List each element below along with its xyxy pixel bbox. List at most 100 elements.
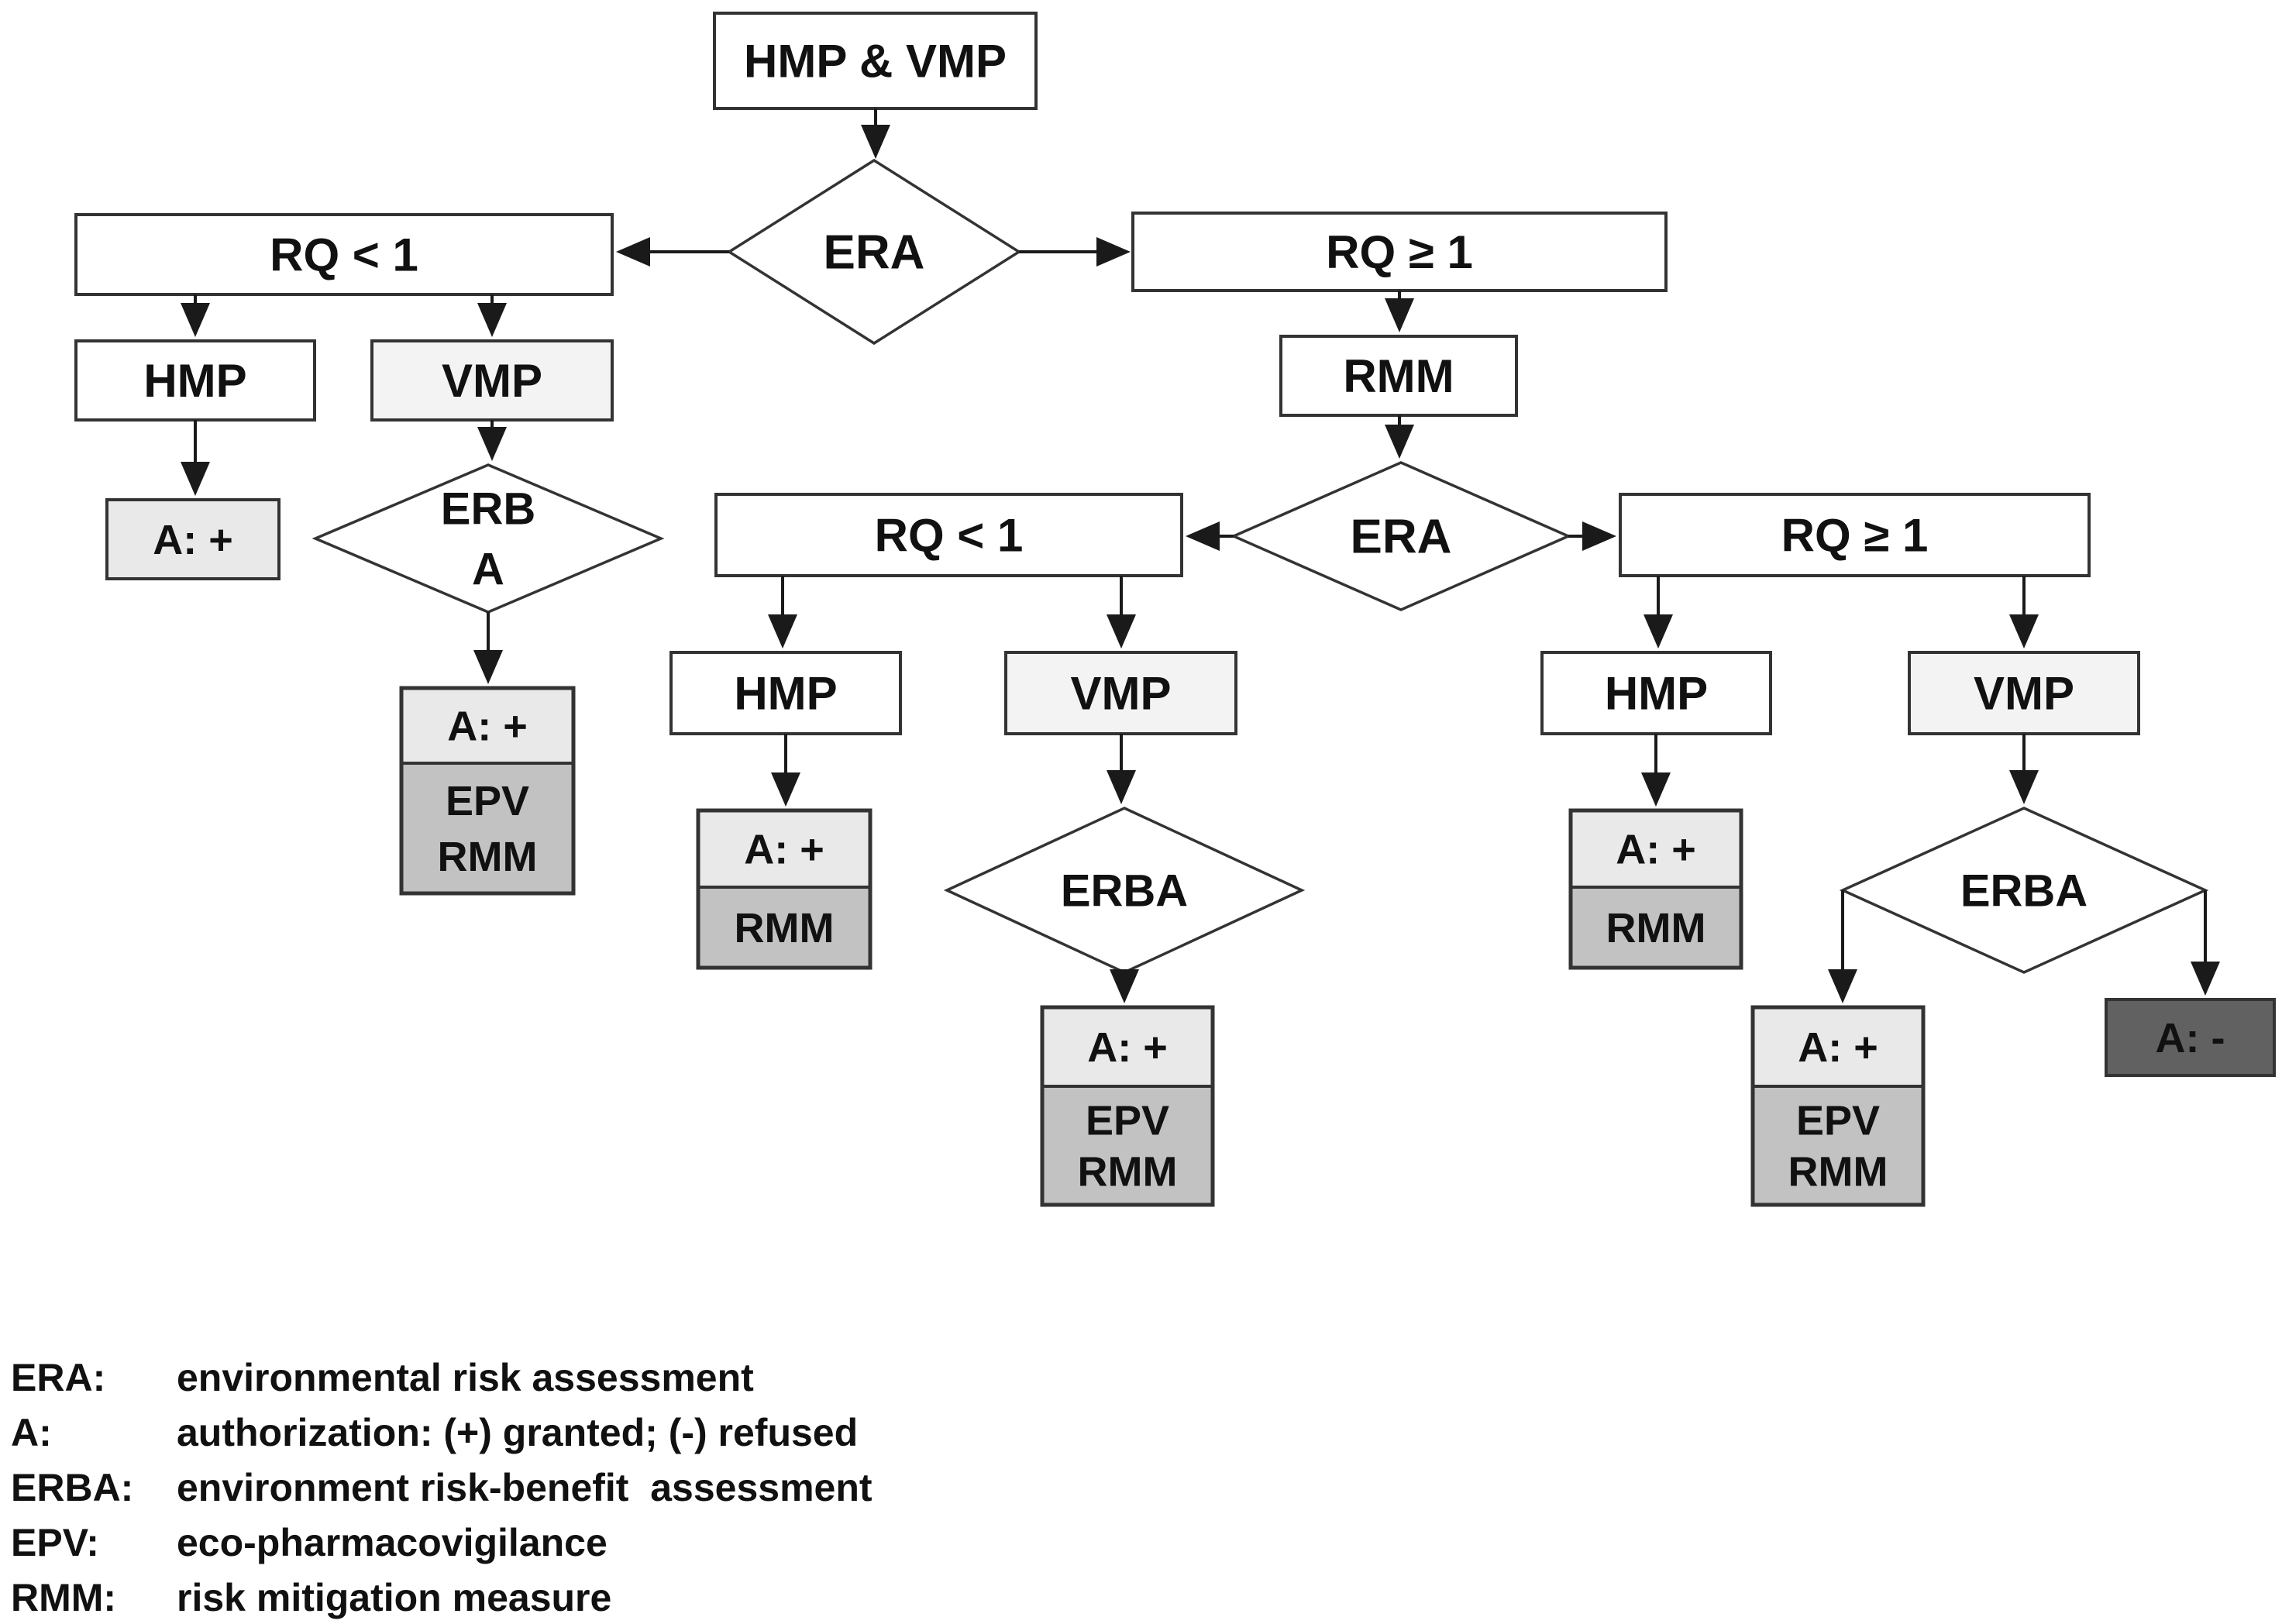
rq-lt-1-left-box: [74, 213, 614, 296]
vmp-mid-label: VMP: [1070, 668, 1171, 720]
a-granted-rmm-right-cell-1-label: RMM: [1606, 905, 1706, 951]
rq-lt1-mid-to-hmp-mid-arrowhead-icon: [768, 614, 797, 649]
node-a-granted-rmm-right: A: + RMM: [1568, 808, 1743, 970]
rmm-top-box: [1279, 335, 1518, 417]
vmp-mid-box: [1004, 651, 1237, 735]
a-granted-rmm-right-cell-0: [1569, 809, 1743, 889]
edge-era2-to-rq-ge1-right: [1568, 521, 1616, 551]
legend-term: ERBA:: [11, 1465, 134, 1509]
edge-rmm-to-era2: [1385, 415, 1414, 459]
a-granted-left-box: [105, 498, 281, 580]
hmp-vmp-root-box: [713, 12, 1038, 110]
hmp-right-label: HMP: [1605, 668, 1708, 720]
rq-ge-1-top-label: RQ ≥ 1: [1326, 226, 1473, 278]
rq-ge1-right-to-vmp-right-arrowhead-icon: [2009, 614, 2039, 649]
vmp-left-label: VMP: [442, 355, 542, 407]
rq-lt1-left-to-vmp-left-arrowhead-icon: [477, 303, 507, 337]
a-granted-rmm-right-cell-0-label: A: +: [1616, 826, 1696, 872]
rq-ge-1-right-label: RQ ≥ 1: [1781, 510, 1929, 562]
a-refused-label: A: -: [2156, 1015, 2225, 1061]
node-era-decision-1: ERA: [726, 158, 1022, 346]
node-rmm-top: RMM: [1279, 335, 1518, 417]
node-hmp-vmp-root: HMP & VMP: [713, 12, 1038, 110]
vmp-left-box: [370, 339, 614, 421]
edge-root-to-era1: [861, 108, 890, 159]
root-to-era1-arrowhead-icon: [861, 125, 890, 159]
edge-erba-mid-to-stack: [1110, 969, 1139, 1003]
erba-right-to-stack-arrowhead-icon: [1828, 969, 1857, 1003]
legend-definition: risk mitigation measure: [177, 1575, 612, 1619]
a-granted-epv-rmm-mid-cell-1-label: RMM: [1078, 1148, 1178, 1195]
hmp-mid-label: HMP: [734, 668, 837, 720]
legend-term: ERA:: [11, 1355, 106, 1399]
edge-era1-to-rq-ge1-top: [1019, 237, 1131, 267]
vmp-right-box: [1908, 651, 2140, 735]
vmp-left-to-erba-left-arrowhead-icon: [477, 427, 507, 461]
edge-erba-right-to-a-refused: [2191, 890, 2220, 996]
legend-definition: eco-pharmacovigilance: [177, 1520, 608, 1564]
node-a-granted-rmm-mid: A: +RMM: [696, 808, 873, 970]
era-decision-2-label: ERA: [1351, 511, 1452, 564]
node-a-refused: A: -: [2105, 998, 2276, 1077]
a-granted-epv-rmm-mid-cell-0-label: A: +: [1087, 1024, 1168, 1071]
legend-row-era: ERA: environmental risk assessment: [11, 1350, 873, 1405]
edge-vmp-left-to-erba-left: [477, 420, 507, 461]
node-a-granted-left: A: +: [105, 498, 281, 580]
node-erba-right: ERBA: [1839, 807, 2209, 974]
erba-right-label: ERBA: [1960, 865, 2088, 916]
erba-left-label: ERB: [441, 483, 535, 534]
erba-mid-label: ERBA: [1061, 865, 1188, 916]
hmp-left-label: HMP: [143, 355, 246, 407]
edge-rq-lt1-mid-to-hmp-mid: [768, 576, 797, 649]
node-vmp-left: VMP: [370, 339, 614, 421]
edge-rq-lt1-left-to-hmp-left: [181, 294, 210, 337]
a-granted-epv-rmm-right-outline: [1750, 1005, 1926, 1207]
legend-term: EPV:: [11, 1520, 99, 1564]
rq-lt-1-mid-box: [714, 493, 1183, 577]
a-granted-rmm-mid-cell-1-label: RMM: [735, 905, 835, 951]
node-rq-lt-1-left: RQ < 1: [74, 213, 614, 296]
hmp-vmp-root-label: HMP & VMP: [744, 36, 1007, 88]
node-hmp-right: HMP: [1540, 651, 1772, 735]
node-hmp-mid: HMP: [669, 651, 902, 735]
rmm-top-label: RMM: [1343, 350, 1454, 402]
a-granted-epv-rmm-right-cell-1-label: RMM: [1788, 1148, 1888, 1195]
edge-rq-lt1-left-to-vmp-left: [477, 294, 507, 337]
node-vmp-right: VMP: [1908, 651, 2140, 735]
legend-term: A:: [11, 1410, 52, 1454]
hmp-right-to-stack-arrowhead-icon: [1641, 772, 1671, 807]
era1-to-rq-ge1-top-arrowhead-icon: [1096, 237, 1131, 267]
a-granted-epv-rmm-left-cell-0: [400, 686, 575, 765]
edge-hmp-right-to-stack: [1641, 734, 1671, 807]
node-rq-ge-1-top: RQ ≥ 1: [1131, 212, 1668, 292]
a-granted-epv-rmm-mid-outline: [1040, 1005, 1215, 1207]
edge-era2-to-rq-lt1-mid: [1186, 521, 1234, 551]
a-granted-epv-rmm-left-cell-1-label: EPV: [446, 778, 529, 824]
hmp-left-to-a-granted-arrowhead-icon: [181, 462, 210, 496]
erba-mid-to-stack-arrowhead-icon: [1110, 969, 1139, 1003]
a-granted-epv-rmm-mid-cell-1: [1041, 1085, 1214, 1206]
edge-rq-ge1-right-to-hmp-right: [1644, 576, 1673, 649]
vmp-right-to-erba-right-arrowhead-icon: [2009, 770, 2039, 804]
node-rq-lt-1-mid: RQ < 1: [714, 493, 1183, 577]
edge-vmp-right-to-erba-right: [2009, 734, 2039, 804]
a-granted-rmm-mid-outline: [696, 808, 873, 970]
a-granted-epv-rmm-mid-cell-1-label: EPV: [1086, 1097, 1169, 1144]
node-rq-ge-1-right: RQ ≥ 1: [1619, 493, 2091, 577]
edge-rq-lt1-mid-to-vmp-mid: [1107, 576, 1136, 649]
edge-rq-ge1-right-to-vmp-right: [2009, 576, 2039, 649]
node-hmp-left: HMP: [74, 339, 316, 421]
rq-lt1-mid-to-vmp-mid-arrowhead-icon: [1107, 614, 1136, 649]
node-erba-left: ERBA: [311, 463, 665, 614]
era2-to-rq-lt1-mid-arrowhead-icon: [1186, 521, 1220, 551]
rmm-to-era2-arrowhead-icon: [1385, 425, 1414, 459]
edge-rq-ge1-top-to-rmm: [1385, 291, 1414, 332]
era-decision-2-diamond: [1230, 461, 1572, 611]
legend-row-a: A:authorization: (+) granted; (-) refuse…: [11, 1405, 873, 1460]
legend-definition: environmental risk assessment: [177, 1355, 754, 1399]
erba-right-diamond: [1839, 807, 2209, 974]
edge-hmp-left-to-a-granted: [181, 420, 210, 496]
